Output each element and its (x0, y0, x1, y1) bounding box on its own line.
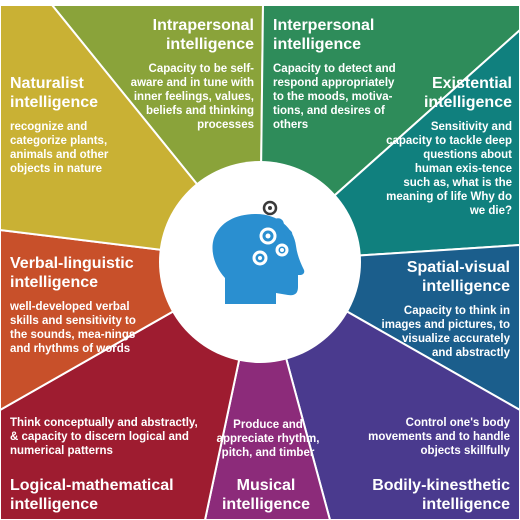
bodily-kinesthetic-title-block: Bodily-kinesthetic intelligence (350, 476, 510, 514)
musical-title: Musical intelligence (221, 477, 311, 513)
head-with-gears-icon (212, 200, 305, 304)
verbal-linguistic-desc: well-developed verbal skills and sensiti… (10, 301, 136, 355)
spatial-visual-block: Spatial-visual intelligence Capacity to … (380, 258, 510, 360)
verbal-linguistic-title: Verbal-linguistic intelligence (10, 255, 134, 291)
logical-mathematical-desc: Think conceptually and abstractly, & cap… (10, 417, 198, 457)
spatial-visual-desc: Capacity to think in images and pictures… (381, 305, 510, 359)
logical-mathematical-desc-block: Think conceptually and abstractly, & cap… (10, 416, 200, 458)
musical-desc-block: Produce and appreciate rhythm, pitch, an… (208, 418, 328, 460)
existential-desc: Sensitivity and capacity to tackle deep … (386, 121, 512, 217)
naturalist-desc: recognize and categorize plants, animals… (10, 121, 109, 175)
existential-title: Existential intelligence (423, 75, 512, 111)
existential-block: Existential intelligence Sensitivity and… (386, 74, 512, 218)
naturalist-title: Naturalist intelligence (10, 75, 99, 111)
intrapersonal-title: Intrapersonal intelligence (152, 17, 254, 53)
interpersonal-desc: Capacity to detect and respond appropria… (273, 63, 396, 131)
musical-title-block: Musical intelligence (210, 476, 322, 514)
intrapersonal-block: Intrapersonal intelligence Capacity to b… (130, 16, 254, 132)
bodily-kinesthetic-desc-block: Control one's body movements and to hand… (368, 416, 510, 458)
interpersonal-title: Interpersonal intelligence (273, 17, 375, 53)
naturalist-block: Naturalist intelligence recognize and ca… (10, 74, 136, 176)
bodily-kinesthetic-desc: Control one's body movements and to hand… (368, 417, 510, 457)
intrapersonal-desc: Capacity to be self-aware and in tune wi… (130, 63, 254, 131)
bodily-kinesthetic-title: Bodily-kinesthetic intelligence (372, 477, 510, 513)
interpersonal-block: Interpersonal intelligence Capacity to d… (273, 16, 403, 132)
logical-mathematical-title-block: Logical-mathematical intelligence (10, 476, 186, 514)
verbal-linguistic-block: Verbal-linguistic intelligence well-deve… (10, 254, 146, 356)
spatial-visual-title: Spatial-visual intelligence (406, 259, 510, 295)
small-gear-icon (262, 200, 278, 216)
musical-desc: Produce and appreciate rhythm, pitch, an… (216, 419, 320, 459)
logical-mathematical-title: Logical-mathematical intelligence (10, 477, 174, 513)
